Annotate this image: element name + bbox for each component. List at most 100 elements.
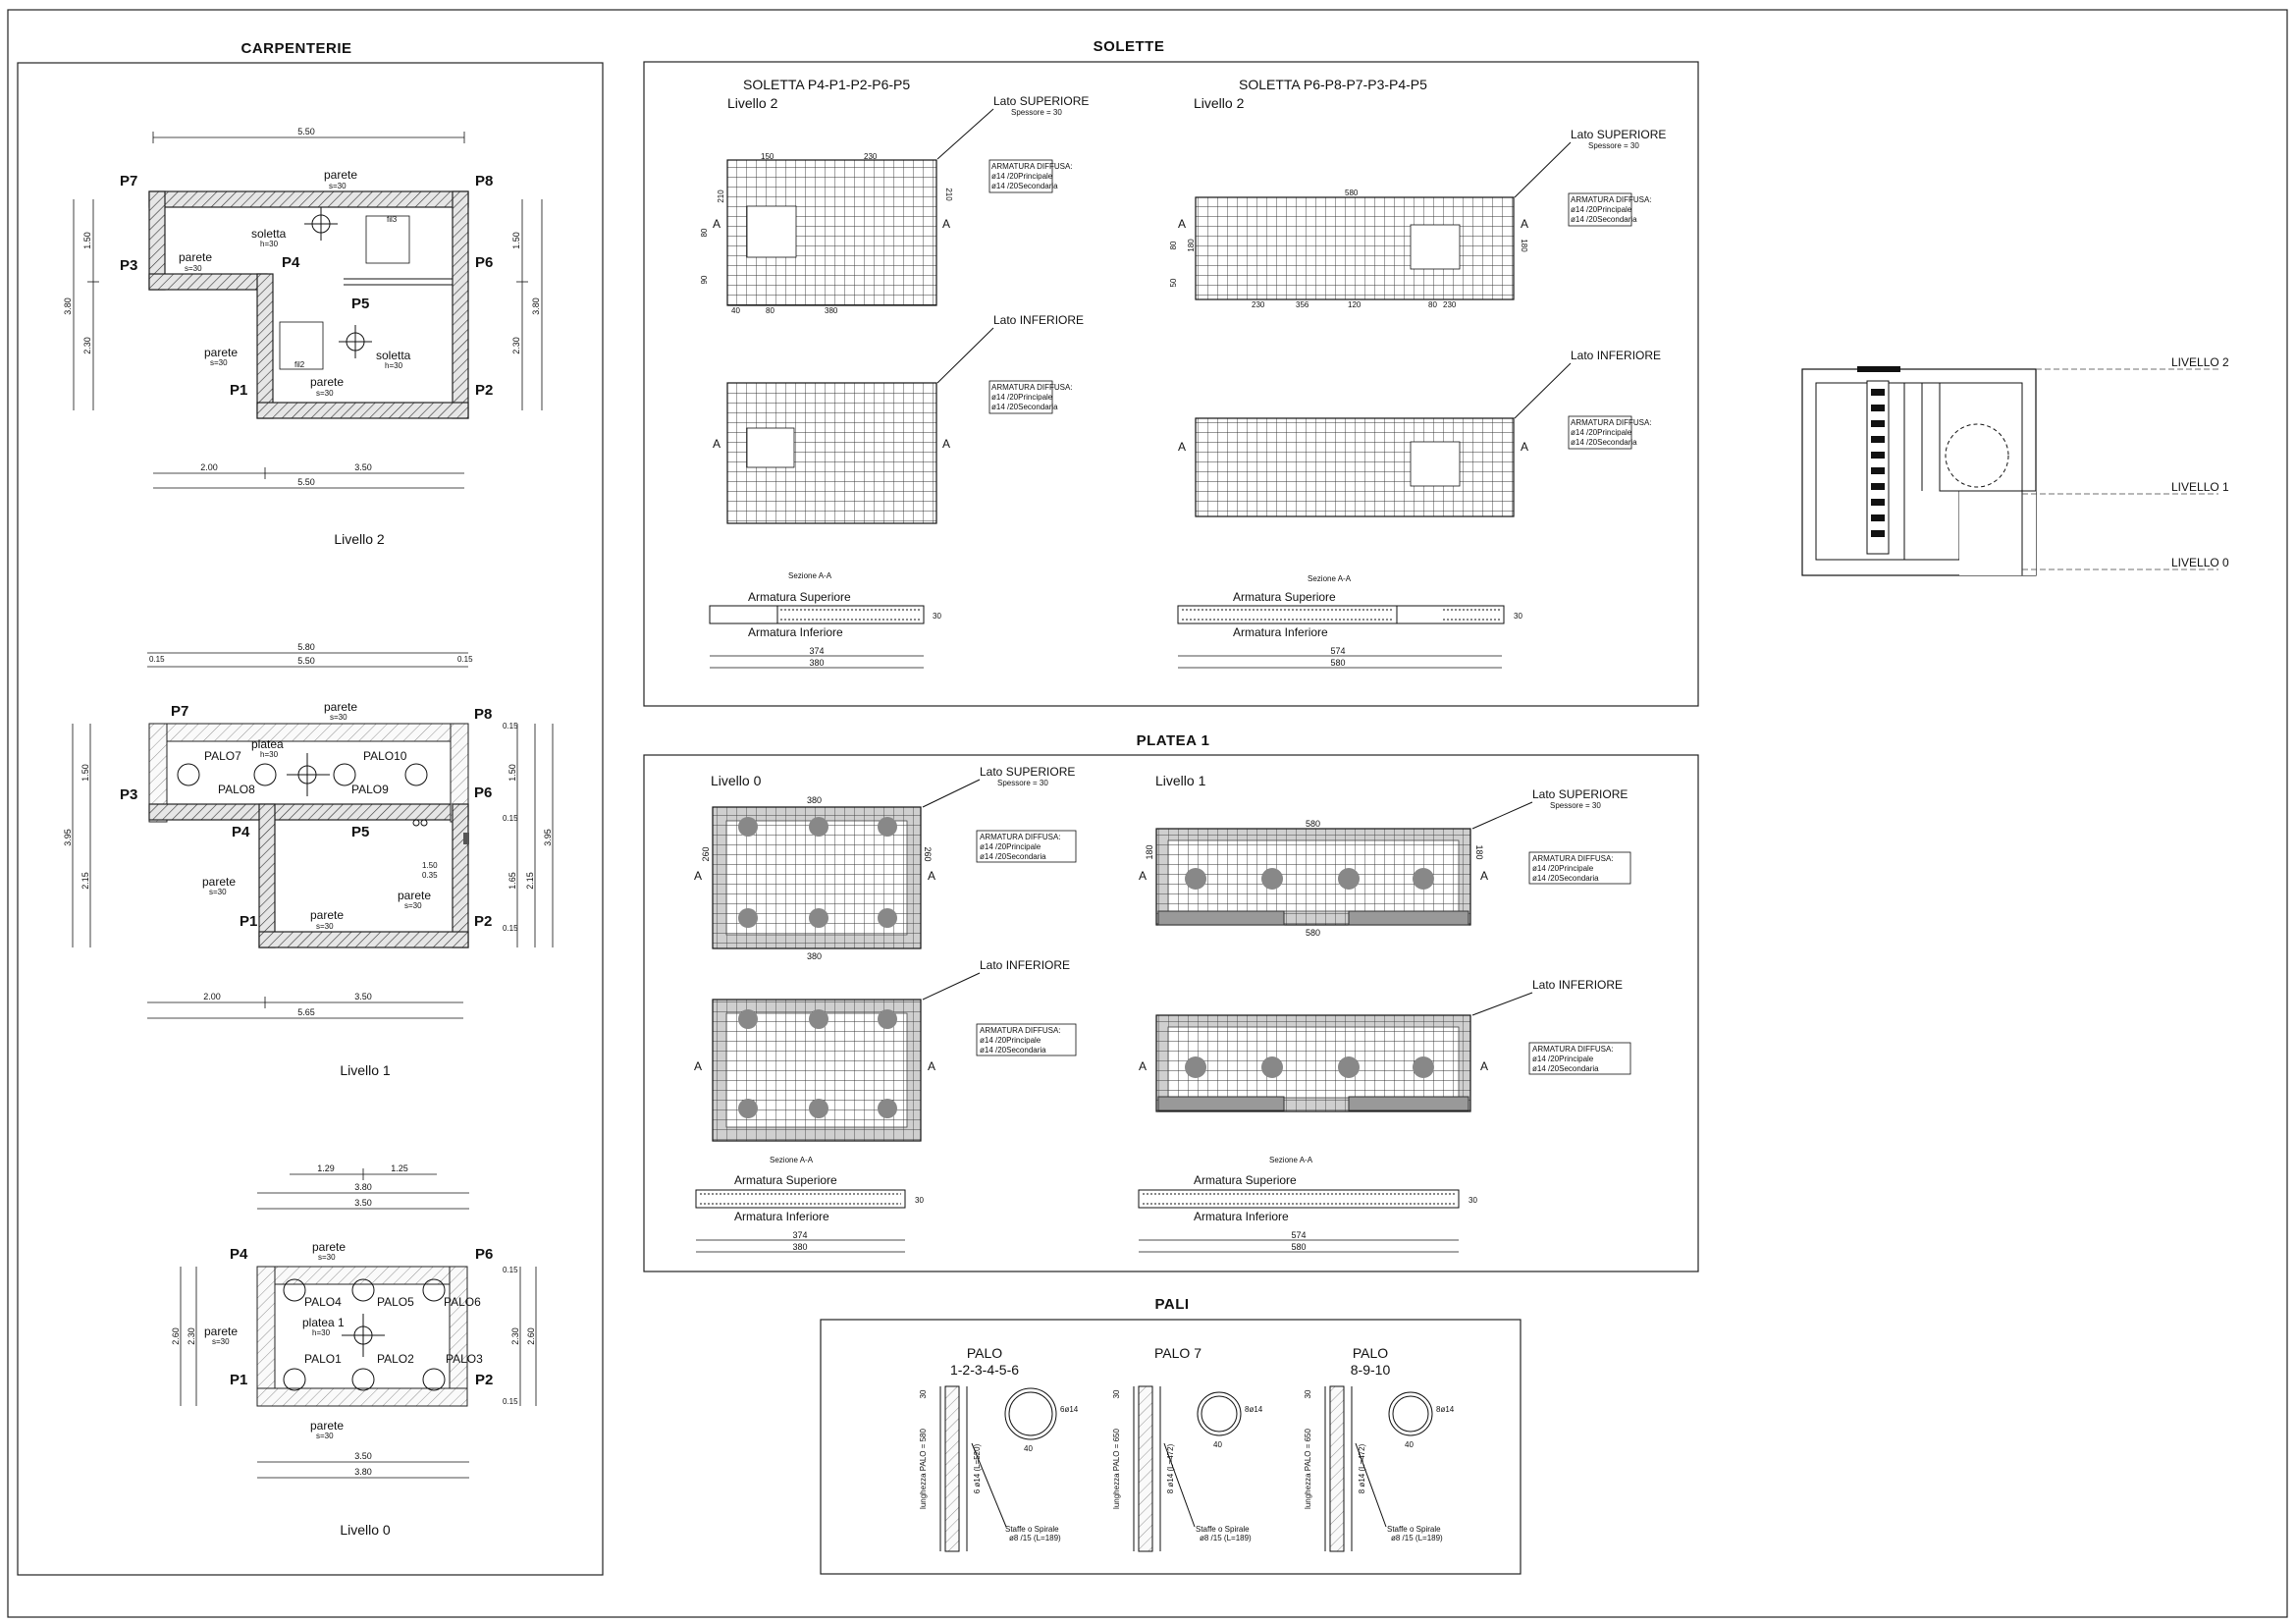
svg-text:s=30: s=30 — [318, 1253, 336, 1262]
wall-l2-mid — [148, 273, 268, 291]
svg-text:2.30: 2.30 — [511, 337, 521, 354]
svg-text:PALO1: PALO1 — [304, 1352, 342, 1366]
svg-text:380: 380 — [807, 795, 822, 805]
palo-group-3: PALO 8-9-10 lunghezza PALO = 650 8 ø14 (… — [1304, 1345, 1455, 1552]
pillar-label: P6 — [475, 254, 493, 271]
svg-text:PALO5: PALO5 — [377, 1295, 414, 1309]
svg-text:ARMATURA DIFFUSA:: ARMATURA DIFFUSA: — [1571, 195, 1652, 204]
svg-text:h=30: h=30 — [312, 1328, 331, 1337]
svg-text:260: 260 — [923, 846, 933, 861]
carpenterie-frame — [17, 62, 604, 1576]
svg-text:ø14 /20Principale: ø14 /20Principale — [1571, 428, 1632, 437]
svg-text:574: 574 — [1291, 1230, 1306, 1240]
svg-text:0.15: 0.15 — [503, 924, 518, 933]
pillar-label: P2 — [475, 382, 493, 399]
wall-l1-left — [148, 723, 168, 823]
svg-text:ARMATURA DIFFUSA:: ARMATURA DIFFUSA: — [980, 833, 1061, 841]
svg-text:s=30: s=30 — [329, 182, 347, 190]
svg-text:2.30: 2.30 — [187, 1327, 196, 1345]
opening-l2-b — [279, 321, 324, 370]
svg-text:A: A — [928, 869, 935, 883]
svg-text:30: 30 — [1304, 1389, 1312, 1398]
svg-text:lunghezza PALO = 650: lunghezza PALO = 650 — [1112, 1429, 1121, 1509]
svg-text:P5: P5 — [351, 824, 369, 840]
svg-text:Sezione A-A: Sezione A-A — [788, 571, 832, 580]
svg-text:580: 580 — [1345, 189, 1359, 197]
svg-text:40: 40 — [1405, 1440, 1414, 1449]
svg-text:180: 180 — [1474, 844, 1484, 859]
svg-text:PALO6: PALO6 — [444, 1295, 481, 1309]
svg-text:380: 380 — [807, 951, 822, 961]
platea-frame — [643, 754, 1699, 1272]
svg-text:ø14 /20Secondaria: ø14 /20Secondaria — [991, 403, 1058, 411]
svg-text:210: 210 — [717, 189, 725, 203]
svg-text:P2: P2 — [474, 913, 492, 930]
svg-text:P6: P6 — [474, 784, 492, 801]
svg-text:PALO9: PALO9 — [351, 783, 389, 796]
svg-text:5.80: 5.80 — [297, 642, 315, 652]
svg-text:P4: P4 — [230, 1246, 248, 1263]
svg-text:P1: P1 — [230, 1372, 247, 1388]
svg-text:2.60: 2.60 — [171, 1327, 181, 1345]
svg-text:1.50: 1.50 — [82, 232, 92, 249]
svg-text:P2: P2 — [475, 1372, 493, 1388]
svg-text:ø14 /20Secondaria: ø14 /20Secondaria — [1571, 215, 1637, 224]
svg-text:s=30: s=30 — [316, 1432, 334, 1440]
wall-l2-bottom — [256, 402, 469, 419]
svg-text:8-9-10: 8-9-10 — [1351, 1362, 1391, 1378]
svg-text:parete: parete — [204, 346, 238, 359]
svg-text:LIVELLO 0: LIVELLO 0 — [2171, 556, 2229, 569]
svg-text:Spessore = 30: Spessore = 30 — [1588, 141, 1639, 150]
svg-text:soletta: soletta — [251, 227, 287, 241]
svg-text:ø14 /20Secondaria: ø14 /20Secondaria — [980, 852, 1046, 861]
svg-text:6 ø14 (L=520): 6 ø14 (L=520) — [973, 1443, 982, 1493]
svg-text:lunghezza PALO = 650: lunghezza PALO = 650 — [1304, 1429, 1312, 1509]
pillar-label: P3 — [120, 257, 137, 274]
svg-text:Staffe o Spirale: Staffe o Spirale — [1196, 1525, 1250, 1534]
svg-text:PALO10: PALO10 — [363, 749, 407, 763]
svg-text:LIVELLO 2: LIVELLO 2 — [2171, 355, 2229, 369]
svg-text:Lato SUPERIORE: Lato SUPERIORE — [980, 765, 1075, 779]
svg-text:ARMATURA DIFFUSA:: ARMATURA DIFFUSA: — [991, 162, 1073, 171]
svg-text:Livello 1: Livello 1 — [1155, 773, 1206, 788]
svg-text:PALO3: PALO3 — [446, 1352, 483, 1366]
svg-text:SOLETTA P4-P1-P2-P6-P5: SOLETTA P4-P1-P2-P6-P5 — [743, 77, 910, 92]
svg-text:2.30: 2.30 — [510, 1327, 520, 1345]
svg-text:0.35: 0.35 — [422, 871, 438, 880]
svg-text:A: A — [942, 437, 950, 451]
svg-text:180: 180 — [1187, 239, 1196, 252]
svg-text:580: 580 — [1306, 819, 1320, 829]
svg-text:6ø14: 6ø14 — [1060, 1405, 1079, 1414]
svg-text:Sezione A-A: Sezione A-A — [770, 1156, 814, 1164]
svg-text:h=30: h=30 — [385, 361, 403, 370]
svg-text:3.95: 3.95 — [543, 829, 553, 846]
wall-l0-bottom — [256, 1387, 468, 1407]
svg-text:s=30: s=30 — [316, 922, 334, 931]
svg-text:ø14 /20Secondaria: ø14 /20Secondaria — [991, 182, 1058, 190]
svg-text:s=30: s=30 — [210, 358, 228, 367]
svg-text:30: 30 — [1468, 1196, 1477, 1205]
svg-text:Lato SUPERIORE: Lato SUPERIORE — [993, 94, 1089, 108]
svg-text:30: 30 — [933, 612, 941, 621]
svg-text:ARMATURA DIFFUSA:: ARMATURA DIFFUSA: — [1571, 418, 1652, 427]
svg-text:ø14 /20Secondaria: ø14 /20Secondaria — [980, 1046, 1046, 1055]
svg-text:PALO: PALO — [1353, 1345, 1388, 1361]
svg-text:ø14 /20Principale: ø14 /20Principale — [991, 172, 1053, 181]
svg-text:A: A — [694, 1059, 702, 1073]
plan-livello-0: 1.29 1.25 3.80 3.50 PALO4 PALO5 PALO6 PA… — [171, 1163, 537, 1538]
svg-text:Armatura Superiore: Armatura Superiore — [1233, 590, 1336, 604]
svg-text:356: 356 — [1296, 300, 1309, 309]
svg-text:A: A — [694, 869, 702, 883]
svg-text:ø14 /20Principale: ø14 /20Principale — [980, 842, 1041, 851]
svg-text:8 ø14 (L=472): 8 ø14 (L=472) — [1166, 1443, 1175, 1493]
svg-text:80: 80 — [1428, 300, 1437, 309]
svg-text:PALO4: PALO4 — [304, 1295, 342, 1309]
soletta-2: SOLETTA P6-P8-P7-P3-P4-P5 Livello 2 Lato… — [1169, 77, 1666, 669]
pillar-label: P5 — [351, 296, 369, 312]
svg-text:Livello 2: Livello 2 — [727, 95, 778, 111]
svg-text:2.00: 2.00 — [200, 462, 218, 472]
svg-text:1.25: 1.25 — [391, 1163, 408, 1173]
svg-text:0.15: 0.15 — [457, 655, 473, 664]
svg-text:P1: P1 — [240, 913, 257, 930]
